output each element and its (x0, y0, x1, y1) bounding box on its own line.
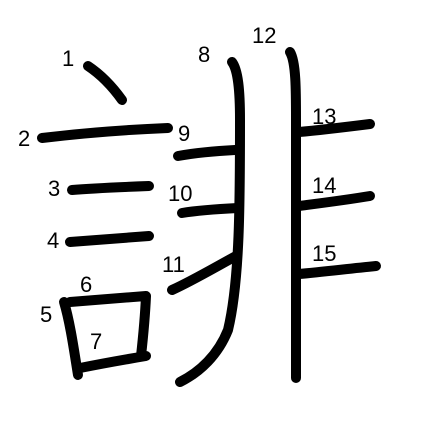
stroke-8 (175, 57, 245, 387)
stroke-number-1: 1 (62, 46, 74, 71)
stroke-number-14: 14 (312, 173, 336, 198)
stroke-2 (37, 123, 173, 143)
stroke-number-7: 7 (90, 329, 102, 354)
stroke-number-5: 5 (40, 302, 52, 327)
stroke-number-11: 11 (162, 252, 185, 277)
stroke-10 (177, 203, 243, 218)
stroke-number-13: 13 (312, 104, 336, 129)
stroke-number-6: 6 (80, 272, 92, 297)
stroke-13 (294, 119, 375, 137)
stroke-number-15: 15 (312, 241, 336, 266)
stroke-3 (67, 181, 154, 195)
stroke-4 (65, 231, 154, 247)
stroke-9 (173, 145, 240, 161)
stroke-number-12: 12 (252, 23, 276, 48)
stroke-11 (167, 251, 241, 295)
stroke-number-8: 8 (198, 42, 210, 67)
stroke-number-4: 4 (47, 228, 59, 253)
stroke-6 (65, 291, 151, 361)
stroke-7 (75, 351, 151, 373)
stroke-number-9: 9 (178, 121, 190, 146)
stroke-number-3: 3 (48, 176, 60, 201)
stroke-number-10: 10 (168, 181, 192, 206)
stroke-5 (59, 297, 83, 380)
stroke-15 (294, 261, 381, 279)
stroke-12 (285, 47, 301, 383)
stroke-14 (294, 191, 375, 211)
stroke-number-2: 2 (18, 126, 30, 151)
stroke-1 (83, 61, 127, 105)
